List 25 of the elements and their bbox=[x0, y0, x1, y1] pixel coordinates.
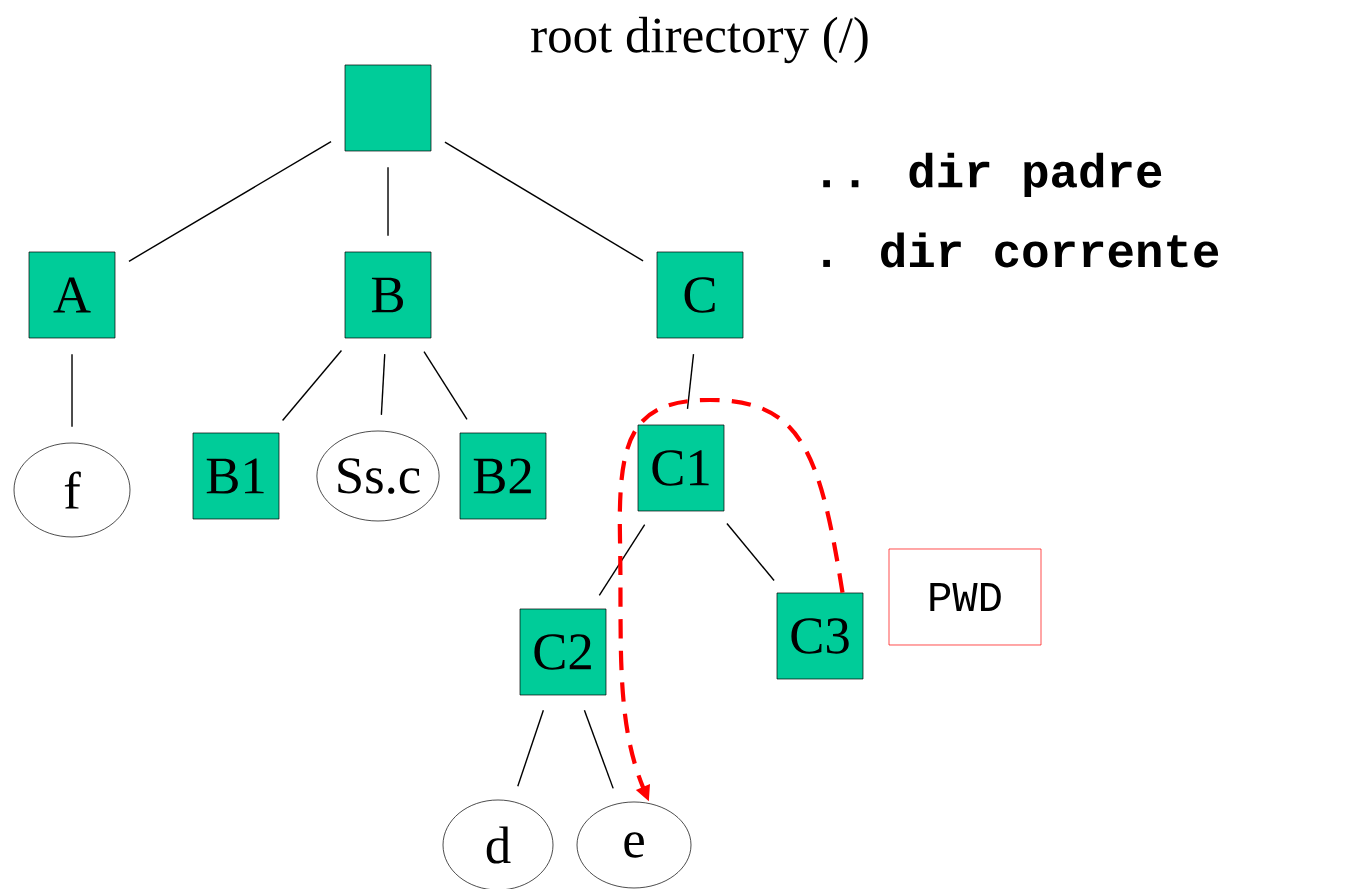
tree-line bbox=[686, 353, 695, 410]
tree-line bbox=[444, 141, 644, 262]
title: root directory (/) bbox=[531, 16, 868, 64]
tree-line bbox=[71, 353, 73, 428]
tree-line bbox=[128, 140, 332, 262]
tree-line bbox=[583, 709, 614, 790]
directory-box bbox=[344, 64, 432, 152]
tree-line bbox=[387, 166, 389, 237]
tree-line bbox=[423, 350, 468, 420]
legend-note: .. dir padre bbox=[823, 152, 1162, 198]
directory-box: B1 bbox=[192, 432, 280, 520]
directory-box: B bbox=[344, 251, 432, 339]
tree-line bbox=[281, 349, 343, 422]
tree-line bbox=[598, 523, 646, 597]
tree-line bbox=[380, 353, 386, 416]
tree-line bbox=[517, 709, 545, 787]
pwd-box: PWD bbox=[888, 548, 1042, 646]
directory-box: C bbox=[656, 251, 744, 339]
directory-box: C1 bbox=[637, 424, 725, 512]
tree-line bbox=[726, 522, 775, 582]
directory-box: B2 bbox=[459, 432, 547, 520]
directory-box: C2 bbox=[519, 608, 607, 696]
legend-note: . dir corrente bbox=[823, 232, 1219, 268]
directory-box: C3 bbox=[776, 592, 864, 680]
directory-box: A bbox=[28, 251, 116, 339]
